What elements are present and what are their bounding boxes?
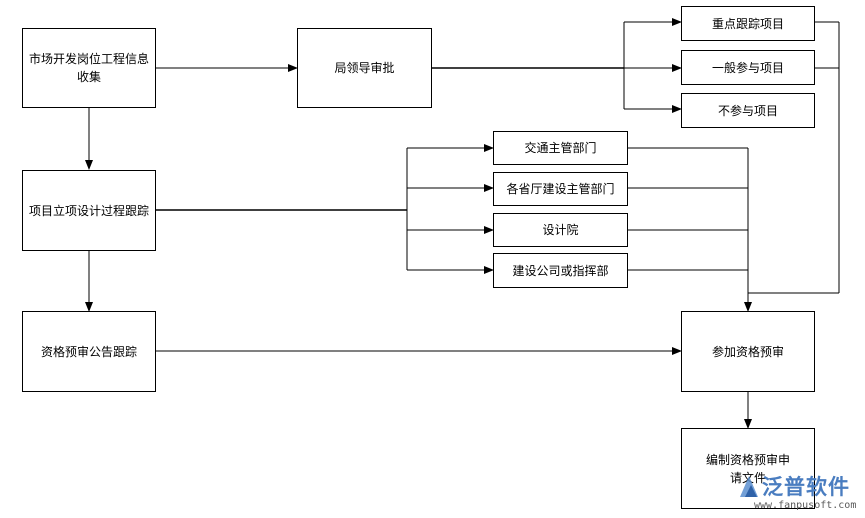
brand-name: 泛普软件: [762, 475, 850, 499]
node-prequal-notice: 资格预审公告跟踪: [22, 311, 156, 392]
node-general-participation: 一般参与项目: [681, 50, 815, 85]
node-traffic-dept: 交通主管部门: [493, 131, 628, 165]
node-construction-company: 建设公司或指挥部: [493, 253, 628, 288]
brand-logo-icon: [740, 476, 758, 497]
node-join-prequal: 参加资格预审: [681, 311, 815, 392]
node-non-participation: 不参与项目: [681, 93, 815, 128]
node-market-info: 市场开发岗位工程信息收集: [22, 28, 156, 108]
node-provincial-dept: 各省厅建设主管部门: [493, 172, 628, 206]
brand-url: www.fanpusoft.com: [754, 500, 857, 511]
brand-watermark: 泛普软件 www.fanpusoft.com: [734, 469, 862, 515]
node-key-tracking: 重点跟踪项目: [681, 6, 815, 41]
node-leader-approval: 局领导审批: [297, 28, 432, 108]
node-project-tracking: 项目立项设计过程跟踪: [22, 170, 156, 251]
node-design-institute: 设计院: [493, 213, 628, 247]
